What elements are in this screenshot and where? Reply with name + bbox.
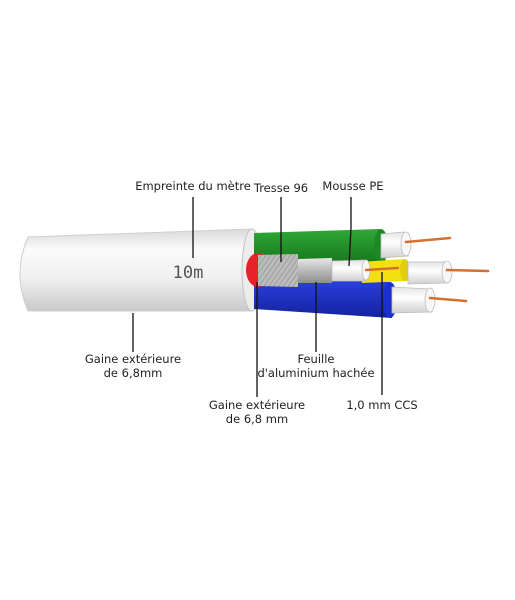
label-ccs: 1,0 mm CCS [346, 398, 418, 412]
leader-mousse [348, 197, 352, 267]
cable-marking-text: 10m [173, 263, 204, 283]
yellow-coax [360, 259, 490, 285]
label-feuille: Feuille d'aluminium hachée [257, 352, 375, 380]
outer-jacket [19, 228, 263, 312]
label-empreinte: Empreinte du mètre [135, 179, 251, 193]
label-gaine-ext-2: Gaine extérieure de 6,8 mm [208, 398, 306, 426]
label-tresse: Tresse 96 [253, 181, 309, 195]
leader-lines [132, 197, 383, 397]
label-mousse: Mousse PE [322, 179, 384, 193]
label-gaine-ext-1: Gaine extérieure de 6,8mm [84, 352, 182, 380]
red-coax [246, 253, 400, 287]
